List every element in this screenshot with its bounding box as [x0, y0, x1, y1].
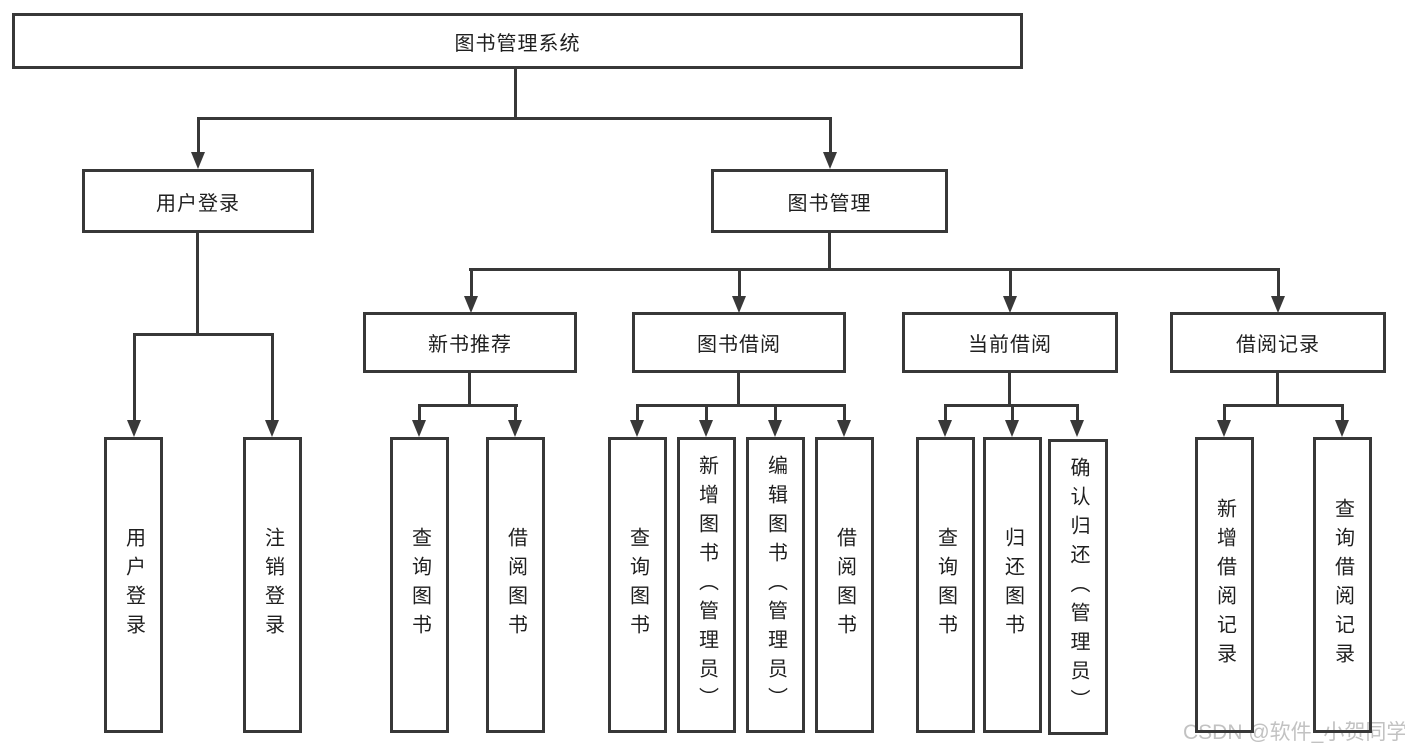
node-label: 用户登录	[122, 527, 145, 643]
leaf-borrow-books: 借阅图书	[815, 437, 874, 733]
connector-line	[1008, 373, 1011, 407]
connector-arrow-down	[464, 268, 478, 313]
leaf-query-borrow-record: 查询借阅记录	[1313, 437, 1372, 733]
connector-arrow-down	[508, 404, 522, 437]
connector-line	[469, 268, 1280, 271]
connector-arrow-down	[1271, 268, 1285, 313]
leaf-query-books: 查询图书	[608, 437, 667, 733]
connector-line	[418, 404, 518, 407]
connector-line	[737, 373, 740, 407]
node-library-system: 图书管理系统	[12, 13, 1023, 69]
connector-line	[636, 404, 846, 407]
node-label: 当前借阅	[968, 334, 1052, 356]
connector-line	[1276, 373, 1279, 407]
node-label: 图书借阅	[697, 334, 781, 356]
node-label: 编辑图书（管理员）	[764, 454, 787, 716]
node-label: 新书推荐	[428, 334, 512, 356]
connector-arrow-down	[768, 404, 782, 437]
connector-line	[196, 233, 199, 336]
connector-line	[133, 333, 274, 336]
watermark: CSDN @软件_小贺同学	[1183, 721, 1405, 744]
connector-arrow-down	[191, 117, 205, 169]
leaf-borrow-books-recommend: 借阅图书	[486, 437, 545, 733]
connector-line	[197, 117, 831, 120]
node-label: 用户登录	[156, 192, 240, 215]
node-label: 新增借阅记录	[1213, 498, 1236, 672]
leaf-user-login: 用户登录	[104, 437, 163, 733]
node-book-management: 图书管理	[711, 169, 948, 233]
node-book-borrowing: 图书借阅	[632, 312, 846, 373]
connector-arrow-down	[837, 404, 851, 437]
leaf-query-books-recommend: 查询图书	[390, 437, 449, 733]
node-label: 借阅记录	[1236, 334, 1320, 356]
leaf-return-books: 归还图书	[983, 437, 1042, 733]
node-label: 确认归还（管理员）	[1067, 456, 1089, 718]
connector-arrow-down	[1217, 404, 1231, 437]
connector-arrow-down	[732, 268, 746, 313]
leaf-edit-books-admin: 编辑图书（管理员）	[746, 437, 805, 733]
connector-line	[1223, 404, 1344, 407]
connector-line	[828, 233, 831, 271]
connector-arrow-down	[938, 404, 952, 437]
node-current-borrowing: 当前借阅	[902, 312, 1118, 373]
node-label: 查询图书	[408, 527, 431, 643]
node-label: 查询图书	[626, 527, 649, 643]
connector-line	[468, 373, 471, 407]
leaf-query-books-current: 查询图书	[916, 437, 975, 733]
node-label: 图书管理	[787, 192, 872, 215]
leaf-logout: 注销登录	[243, 437, 302, 733]
node-label: 借阅图书	[504, 527, 527, 643]
connector-arrow-down	[1003, 268, 1017, 313]
connector-arrow-down	[1005, 404, 1019, 437]
connector-arrow-down	[265, 333, 279, 437]
connector-arrow-down	[412, 404, 426, 437]
connector-arrow-down	[630, 404, 644, 437]
connector-arrow-down	[1335, 404, 1349, 437]
leaf-confirm-return-admin: 确认归还（管理员）	[1048, 439, 1108, 735]
node-label: 借阅图书	[833, 527, 856, 643]
node-label: 查询图书	[934, 527, 957, 643]
leaf-add-books-admin: 新增图书（管理员）	[677, 437, 736, 733]
node-label: 查询借阅记录	[1331, 498, 1354, 672]
node-label: 归还图书	[1001, 527, 1024, 643]
node-new-book-recommendation: 新书推荐	[363, 312, 577, 373]
node-borrowing-records: 借阅记录	[1170, 312, 1386, 373]
node-label: 图书管理系统	[454, 32, 581, 55]
node-label: 新增图书（管理员）	[695, 454, 718, 716]
node-user-login: 用户登录	[82, 169, 314, 233]
leaf-add-borrow-record: 新增借阅记录	[1195, 437, 1254, 733]
connector-line	[514, 68, 517, 120]
node-label: 注销登录	[261, 527, 284, 643]
connector-arrow-down	[127, 333, 141, 437]
connector-arrow-down	[1070, 404, 1084, 437]
connector-arrow-down	[823, 117, 837, 169]
connector-arrow-down	[699, 404, 713, 437]
